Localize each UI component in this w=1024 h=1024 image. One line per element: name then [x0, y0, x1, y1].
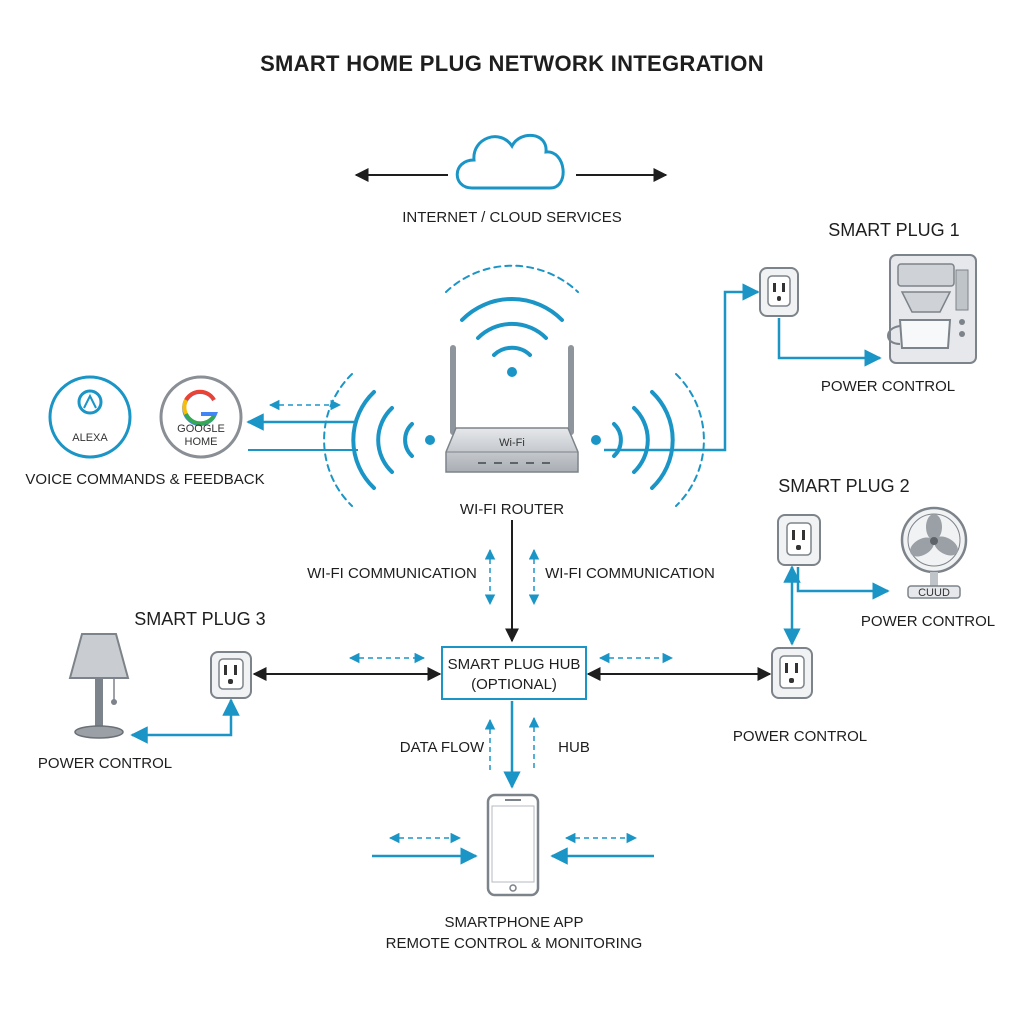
plug2-control-fan: POWER CONTROL — [861, 613, 995, 630]
wifi-waves-left — [323, 373, 435, 507]
smartphone-icon — [486, 793, 540, 897]
plug2-fan-arrow — [796, 567, 890, 600]
cloud-icon — [455, 133, 565, 190]
data-flow-label: DATA FLOW — [400, 739, 485, 756]
plug2-outlet-icon — [777, 514, 821, 566]
router-badge: Wi-Fi — [499, 437, 525, 449]
wifi-signal-icon — [445, 264, 579, 377]
hub-box — [441, 646, 587, 700]
plug3-control: POWER CONTROL — [38, 755, 172, 772]
hub-line2: (OPTIONAL) — [471, 676, 557, 693]
plug1-control-arrow — [777, 318, 882, 367]
diagram-title: SMART HOME PLUG NETWORK INTEGRATION — [260, 51, 764, 76]
google-label-2: HOME — [185, 436, 218, 448]
hub-line1: SMART PLUG HUB — [448, 656, 581, 673]
fan-icon — [900, 506, 968, 599]
alexa-icon — [48, 375, 132, 459]
plug1-control: POWER CONTROL — [821, 378, 955, 395]
plug2-control-outlet: POWER CONTROL — [733, 728, 867, 745]
cloud-label: INTERNET / CLOUD SERVICES — [402, 209, 622, 226]
phone-line2: REMOTE CONTROL & MONITORING — [386, 935, 643, 952]
plug1-link — [604, 283, 760, 452]
router-icon — [445, 345, 579, 473]
lamp-icon — [68, 633, 130, 739]
wifi-comm-right: WI-FI COMMUNICATION — [545, 565, 715, 582]
plug3-title: SMART PLUG 3 — [134, 609, 265, 629]
wifi-waves-right — [591, 373, 705, 507]
hub-flow-label: HUB — [558, 739, 590, 756]
google-label-1: GOOGLE — [177, 423, 225, 435]
voice-caption: VOICE COMMANDS & FEEDBACK — [25, 471, 264, 488]
plug1-outlet-icon — [759, 267, 799, 317]
plug2-outlet-lower-icon — [771, 647, 813, 699]
google-home-icon — [159, 375, 243, 459]
coffee-maker-icon — [887, 254, 977, 364]
plug2-title: SMART PLUG 2 — [778, 476, 909, 496]
phone-line1: SMARTPHONE APP — [445, 914, 584, 931]
plug3-control-arrow — [130, 698, 240, 744]
plug1-title: SMART PLUG 1 — [828, 220, 959, 240]
router-label: WI-FI ROUTER — [460, 501, 564, 518]
plug3-outlet-icon — [210, 651, 252, 699]
fan-brand: CUUD — [918, 587, 950, 599]
wifi-comm-left: WI-FI COMMUNICATION — [307, 565, 477, 582]
alexa-label: ALEXA — [72, 432, 108, 444]
